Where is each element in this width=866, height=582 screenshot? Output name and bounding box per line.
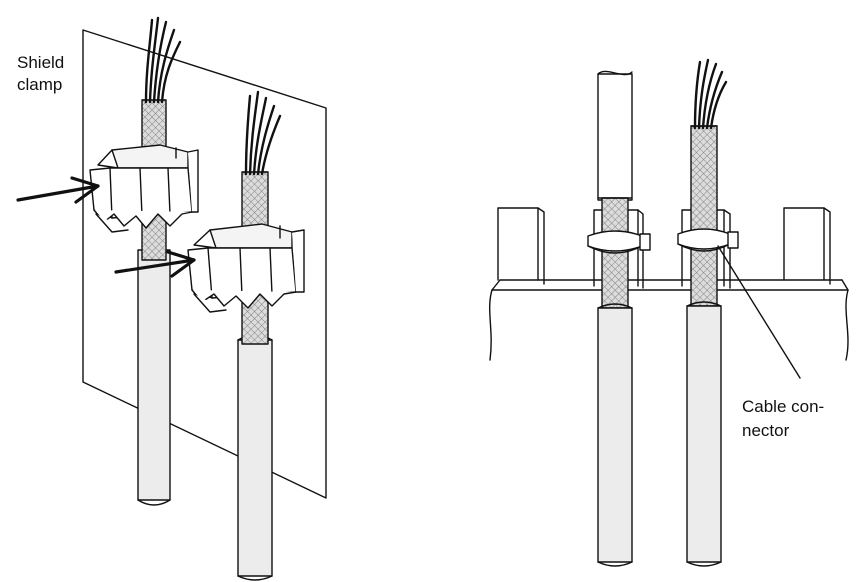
shield-clamp-label-line-2: clamp [17,75,62,94]
base-plate [489,207,849,361]
cable-connector-label-line-2: nector [742,421,790,440]
shield-clamp-2 [187,223,305,313]
shield-clamp-label: Shield clamp [17,53,69,94]
cable-connector-label: Cable con- nector [742,397,829,440]
cable-tie-2 [677,228,739,252]
cable-connector-leader [717,245,801,379]
shield-clamp-1 [89,144,199,233]
cable-2 [237,90,282,581]
cable-4-conductors [693,58,728,130]
cable-connector-label-line-1: Cable con- [742,397,824,416]
arrow-2 [114,250,196,278]
cable-3 [587,70,651,567]
cable-2-conductors [244,90,282,176]
cable-tie-1 [587,230,651,254]
cable-1-conductors [144,16,182,104]
bracket-left [497,207,539,281]
bracket-right [783,207,825,281]
left-figure-shield-clamps [16,16,327,581]
right-figure-cable-connectors [489,58,849,567]
arrow-1 [16,176,100,204]
cable-4-shield [690,125,718,307]
shield-clamp-label-line-1: Shield [17,53,64,72]
cable-4 [677,58,739,567]
